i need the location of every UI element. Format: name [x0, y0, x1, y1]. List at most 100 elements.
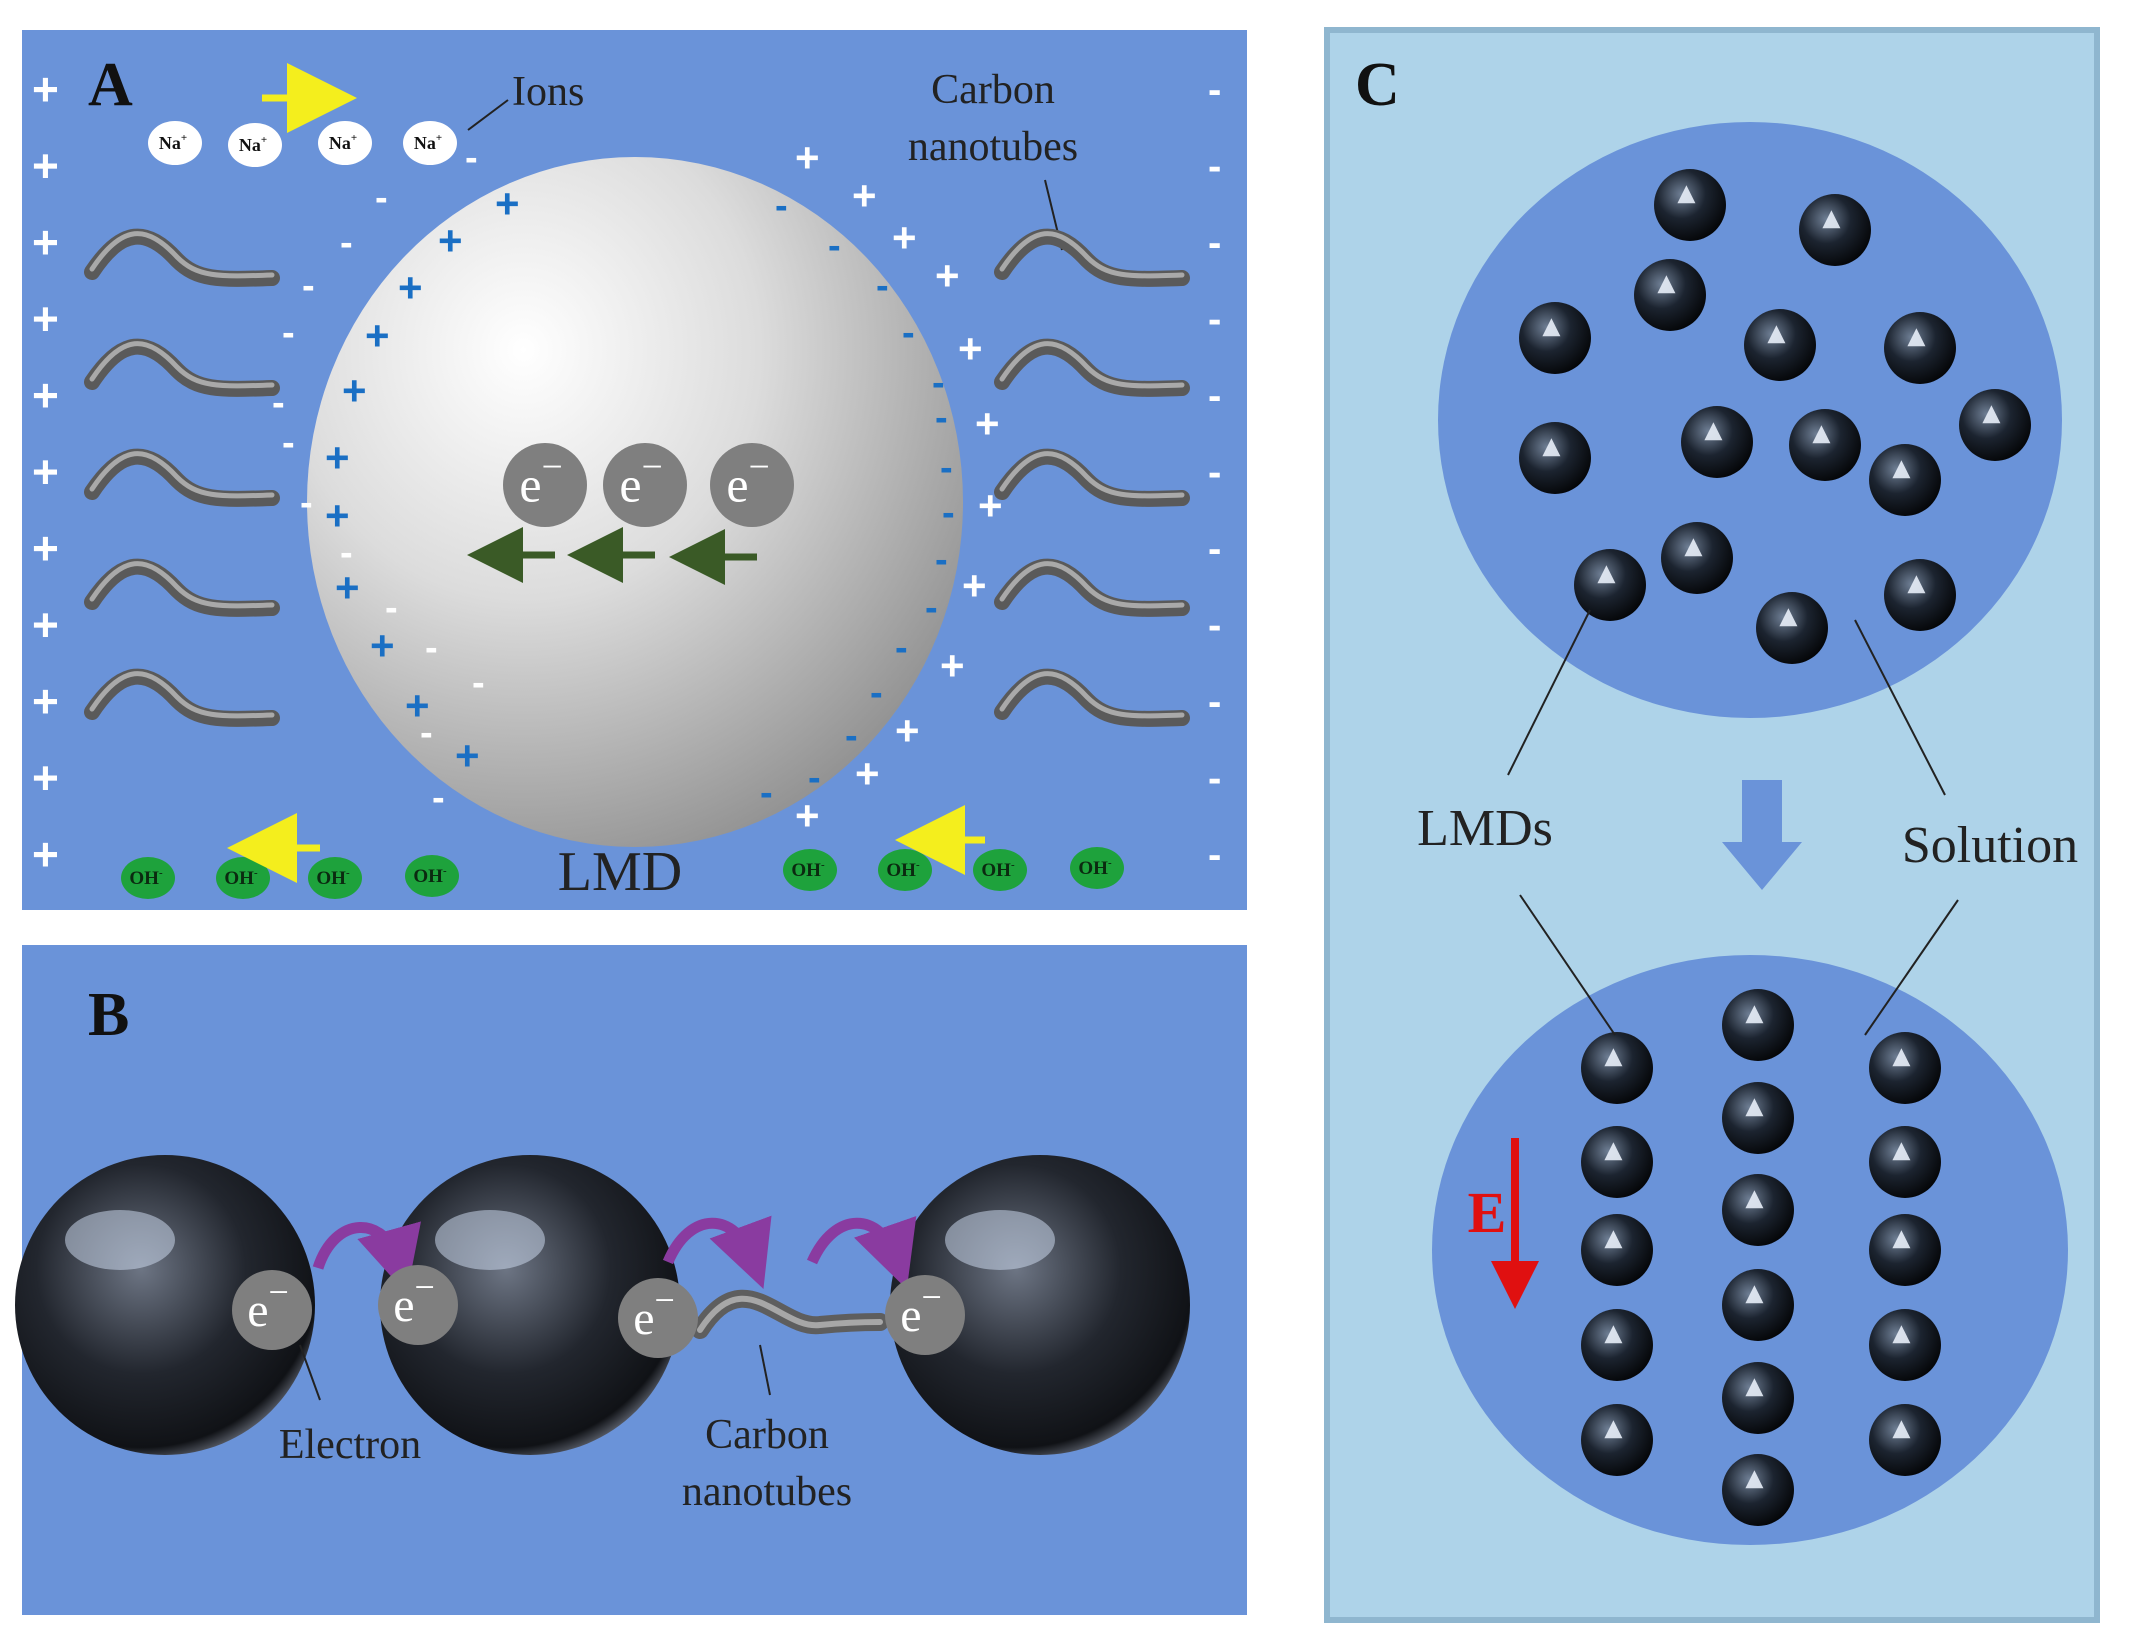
sodium-ion: [148, 121, 202, 165]
lmd-droplet-highlight: [1745, 1378, 1764, 1397]
surface-minus: -: [282, 312, 295, 354]
surface-minus-blue: -: [935, 539, 948, 581]
sphere-electrons: e−e−e−: [503, 443, 794, 527]
panel-b-letter: B: [88, 981, 129, 1049]
surface-minus: -: [465, 137, 478, 179]
surface-plus-blue: +: [398, 264, 423, 311]
hopping-electron: [232, 1270, 312, 1350]
lmd-droplet: [1574, 549, 1646, 621]
aligned-droplets: [1581, 989, 1941, 1526]
lmd-droplet-highlight: [1907, 575, 1926, 594]
surface-plus: +: [978, 482, 1003, 529]
hydroxide-ion: [783, 849, 837, 891]
plus-sign: +: [32, 293, 59, 345]
lmd-droplet-highlight: [1812, 425, 1831, 444]
lmd-droplet-highlight: [1604, 1142, 1623, 1161]
lmd-droplet: [1869, 1309, 1941, 1381]
surface-plus-blue: +: [370, 622, 395, 669]
electric-field-label: E: [1468, 1180, 1507, 1245]
minus-sign: -: [1208, 374, 1221, 418]
lmd-droplet: [1959, 389, 2031, 461]
lmd-droplet: [1884, 559, 1956, 631]
hydroxide-ion-label: OH-: [1078, 857, 1112, 879]
droplet-1-highlight: [65, 1210, 175, 1270]
lmd-droplet: [1884, 312, 1956, 384]
minus-sign: -: [1208, 527, 1221, 571]
surface-plus: +: [855, 750, 880, 797]
panel-c-letter: C: [1355, 51, 1400, 119]
surface-plus-blue: +: [335, 564, 360, 611]
nanotube-shine: [89, 231, 275, 279]
surface-minus-blue: -: [845, 715, 858, 757]
cnt-label-line2: nanotubes: [908, 124, 1078, 170]
lmd-droplet-highlight: [1892, 1142, 1911, 1161]
left-plus-charges: +++++++++++: [32, 63, 59, 880]
lmd-droplet: [1581, 1126, 1653, 1198]
surface-minus-blue: -: [775, 185, 788, 227]
lmd-droplet-highlight: [1982, 405, 2001, 424]
lmd-droplet-highlight: [1604, 1048, 1623, 1067]
lmds-leader-top: [1507, 609, 1591, 776]
plus-sign: +: [32, 216, 59, 268]
surface-plus: +: [962, 562, 987, 609]
droplet-2-highlight: [435, 1210, 545, 1270]
minus-sign: -: [1208, 68, 1221, 112]
lmd-droplet-highlight: [1779, 608, 1798, 627]
panel-a: A +++++++++++ ----------- Na+Na+Na+Na+ I…: [22, 30, 1247, 910]
minus-sign: -: [1208, 604, 1221, 648]
lmd-droplet: [1869, 1032, 1941, 1104]
nanotube-shine: [89, 671, 275, 719]
surface-plus-blue: +: [325, 434, 350, 481]
nanotube-shine: [999, 671, 1185, 719]
surface-minus: -: [272, 382, 285, 424]
surface-plus-blue: +: [455, 732, 480, 779]
lmd-droplet-highlight: [1604, 1420, 1623, 1439]
disordered-droplets: [1519, 169, 2031, 664]
minus-sign: -: [1208, 145, 1221, 189]
minus-sign: -: [1208, 451, 1221, 495]
surface-minus: -: [340, 532, 353, 574]
minus-sign: -: [1208, 757, 1221, 801]
lmd-droplet: [1519, 302, 1591, 374]
electron-leader-line: [299, 1344, 321, 1401]
lmd-droplet-highlight: [1745, 1190, 1764, 1209]
lmd-droplet: [1722, 1174, 1794, 1246]
lmds-leader-bottom: [1519, 894, 1616, 1036]
lmd-droplet: [1722, 1362, 1794, 1434]
lmd-droplet-highlight: [1704, 422, 1723, 441]
hopping-electron-label: e−: [633, 1280, 675, 1345]
hop-arrow-1: [312, 1221, 421, 1294]
surface-minus-blue: -: [760, 772, 773, 814]
surface-minus-blue: -: [828, 225, 841, 267]
surface-minus: -: [432, 777, 445, 819]
nanotube-shine: [999, 561, 1185, 609]
lmd-label: LMD: [558, 841, 682, 903]
sphere-electron: [503, 443, 587, 527]
lmd-droplet-highlight: [1657, 275, 1676, 294]
surface-plus: +: [895, 707, 920, 754]
lmd-droplet: [1744, 309, 1816, 381]
surface-plus: +: [975, 400, 1000, 447]
right-minus-charges: -----------: [1208, 68, 1221, 877]
surface-minus-blue: -: [925, 587, 938, 629]
sodium-ion-label: Na+: [414, 132, 442, 153]
surface-minus-blue: -: [942, 492, 955, 534]
surface-minus-blue: -: [895, 627, 908, 669]
lmds-label: LMDs: [1417, 800, 1553, 857]
plus-sign: +: [32, 446, 59, 498]
hydroxide-ion-label: OH-: [886, 859, 920, 881]
surface-plus: +: [935, 252, 960, 299]
bridge-nanotube-shine: [697, 1295, 883, 1333]
nanotube-shine: [89, 341, 275, 389]
large-droplets: [15, 1155, 1190, 1455]
lmd-droplet-highlight: [1745, 1470, 1764, 1489]
plus-sign: +: [32, 140, 59, 192]
surface-minus: -: [282, 422, 295, 464]
nanotube-shine: [999, 341, 1185, 389]
lmd-droplet: [1681, 406, 1753, 478]
lmd-droplet-highlight: [1822, 210, 1841, 229]
surface-minus-blue: -: [902, 312, 915, 354]
lmd-droplet: [1634, 259, 1706, 331]
lmd-droplet: [1722, 1454, 1794, 1526]
solution-leader-bottom: [1864, 899, 1959, 1036]
